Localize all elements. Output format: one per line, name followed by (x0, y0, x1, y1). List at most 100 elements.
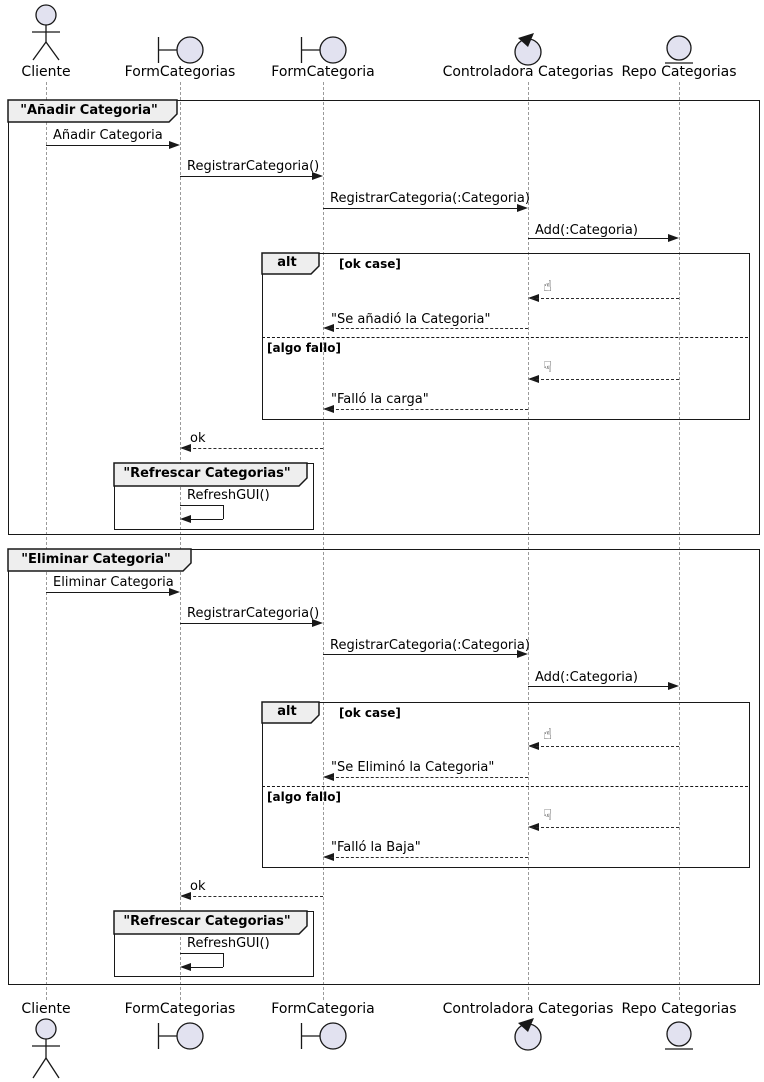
thumbs-down-icon: ☟ (543, 358, 553, 376)
frame-eliminar-title-pentagon (7, 548, 192, 572)
control-icon (514, 1018, 542, 1051)
control-icon (514, 33, 542, 66)
arrowhead (668, 682, 679, 690)
lifeline-formcategoria (323, 82, 324, 1000)
message-label: Añadir Categoria (53, 128, 163, 143)
participant-label-formcategorias: FormCategorias (124, 64, 236, 80)
boundary-icon (157, 36, 204, 64)
participant-label-formcategoria: FormCategoria (271, 64, 375, 80)
return-arrow (531, 827, 679, 828)
frame-refrescar-title: "Refrescar Categorias" (123, 466, 291, 481)
thumbs-up-icon: ☝ (543, 277, 553, 295)
actor-icon (32, 1018, 60, 1079)
return-arrow (531, 746, 679, 747)
guard-ok: [ok case] (339, 257, 401, 271)
alt-divider (262, 786, 748, 787)
lifeline-controladora (528, 82, 529, 1000)
arrowhead (180, 515, 191, 523)
frame-anadir-title-pentagon (7, 99, 178, 123)
message-label: RegistrarCategoria(:Categoria) (330, 638, 530, 653)
arrowhead (180, 963, 191, 971)
self-message (180, 953, 223, 954)
return-arrow (183, 896, 323, 897)
lifeline-formcategorias (180, 82, 181, 1000)
alt-pentagon (261, 252, 320, 275)
message-label: "Falló la carga" (331, 392, 429, 407)
return-arrow (326, 777, 528, 778)
frame-refrescar-title: "Refrescar Categorias" (123, 914, 291, 929)
alt-pentagon (261, 701, 320, 724)
participant-label-cliente: Cliente (21, 1001, 71, 1017)
message-arrow (46, 145, 177, 146)
message-label: ok (190, 431, 206, 446)
lifeline-repo (679, 82, 680, 1000)
participant-label-formcategorias: FormCategorias (124, 1001, 236, 1017)
message-label: Add(:Categoria) (535, 223, 638, 238)
arrowhead (312, 619, 323, 627)
participant-label-controladora: Controladora Categorias (442, 64, 614, 80)
frame-anadir-categoria (8, 100, 760, 535)
participant-label-repo: Repo Categorias (621, 64, 737, 80)
message-label: RegistrarCategoria(:Categoria) (330, 191, 530, 206)
frame-eliminar-categoria (8, 549, 760, 985)
message-label: "Falló la Baja" (331, 840, 421, 855)
return-arrow (326, 409, 528, 410)
message-arrow (323, 208, 525, 209)
thumbs-down-icon: ☟ (543, 806, 553, 824)
arrowhead (517, 650, 528, 658)
message-arrow (180, 176, 320, 177)
message-arrow (528, 686, 676, 687)
boundary-icon (300, 36, 347, 64)
participant-label-formcategoria: FormCategoria (271, 1001, 375, 1017)
arrowhead (517, 204, 528, 212)
message-label: ok (190, 879, 206, 894)
message-label: Eliminar Categoria (53, 575, 174, 590)
participant-label-cliente: Cliente (21, 64, 71, 80)
entity-icon (665, 35, 693, 64)
self-message (190, 519, 223, 520)
message-label: RegistrarCategoria() (187, 159, 320, 174)
alt-divider (262, 337, 748, 338)
message-arrow (323, 654, 525, 655)
message-label: RefreshGUI() (187, 488, 270, 503)
thumbs-up-icon: ☝ (543, 725, 553, 743)
boundary-icon (300, 1022, 347, 1050)
self-message (180, 505, 223, 506)
participant-label-repo: Repo Categorias (621, 1001, 737, 1017)
message-arrow (46, 592, 177, 593)
frame-refrescar-pentagon (113, 462, 308, 487)
arrowhead (169, 141, 180, 149)
lifeline-cliente (46, 82, 47, 1000)
alt-label: alt (277, 704, 297, 719)
message-label: RefreshGUI() (187, 936, 270, 951)
frame-eliminar-title: "Eliminar Categoria" (21, 552, 171, 567)
frame-refrescar-pentagon (113, 910, 308, 935)
self-message (190, 967, 223, 968)
guard-fail: [algo fallo] (267, 790, 341, 804)
alt-label: alt (277, 255, 297, 270)
arrowhead (169, 588, 180, 596)
boundary-icon (157, 1022, 204, 1050)
actor-icon (32, 4, 60, 61)
entity-icon (665, 1021, 693, 1050)
return-arrow (326, 328, 528, 329)
message-label: Add(:Categoria) (535, 670, 638, 685)
return-arrow (531, 298, 679, 299)
alt-fragment (262, 253, 750, 420)
frame-anadir-title: "Añadir Categoria" (20, 103, 158, 118)
guard-fail: [algo fallo] (267, 341, 341, 355)
message-label: RegistrarCategoria() (187, 606, 320, 621)
message-label: "Se Eliminó la Categoria" (331, 760, 495, 775)
arrowhead (668, 234, 679, 242)
self-message (223, 505, 224, 519)
return-arrow (531, 379, 679, 380)
arrowhead (312, 172, 323, 180)
return-arrow (326, 857, 528, 858)
return-arrow (183, 448, 323, 449)
guard-ok: [ok case] (339, 706, 401, 720)
message-label: "Se añadió la Categoria" (331, 312, 491, 327)
message-arrow (528, 238, 676, 239)
participant-label-controladora: Controladora Categorias (442, 1001, 614, 1017)
self-message (223, 953, 224, 967)
